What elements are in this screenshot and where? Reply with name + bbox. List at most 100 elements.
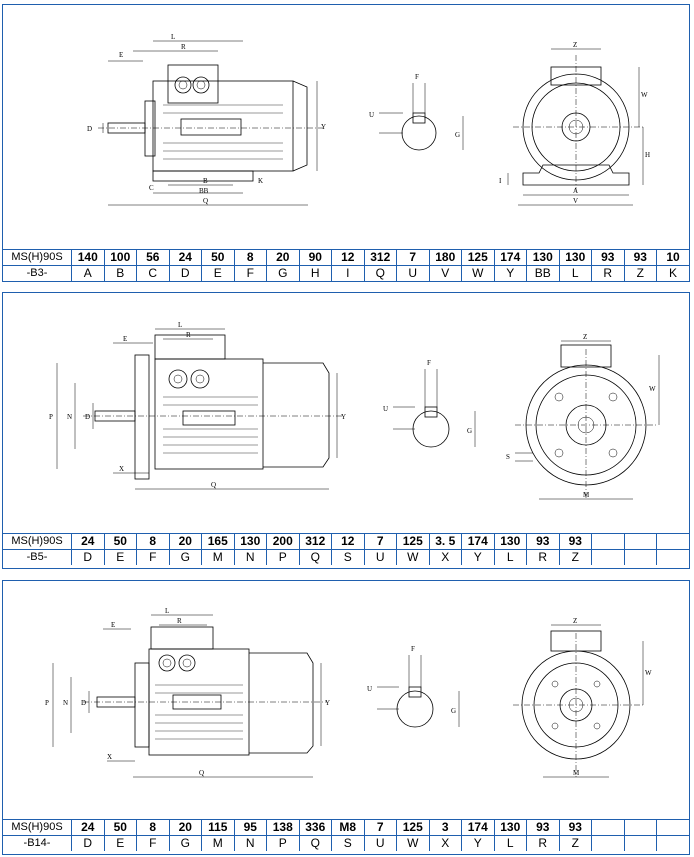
dim-label-n: N <box>63 699 68 707</box>
dim-label-g: G <box>455 131 460 139</box>
value-cell: 8 <box>233 249 267 266</box>
letter-cell: D <box>71 835 104 851</box>
letter-cell: Z <box>558 549 592 565</box>
dim-label-r: R <box>186 331 191 339</box>
value-cell: 24 <box>168 249 202 266</box>
dim-label-d: D <box>85 413 90 421</box>
table-row-letters-b14: -B14- D E F G M N P Q S U W X Y L R Z <box>3 835 689 851</box>
dim-label-n: N <box>67 413 72 421</box>
dim-label-p: P <box>45 699 49 707</box>
letter-cell: W <box>396 549 429 565</box>
letter-cell <box>623 549 657 565</box>
value-cell: 8 <box>136 533 169 550</box>
dim-label-m: M <box>573 769 580 777</box>
letter-cell: K <box>656 265 689 281</box>
value-cell: 130 <box>526 249 559 266</box>
value-cell: 312 <box>298 533 332 550</box>
value-cell: 100 <box>103 249 137 266</box>
value-cell: 165 <box>201 533 234 550</box>
value-cell: 312 <box>363 249 397 266</box>
value-cell: 93 <box>558 819 592 836</box>
side-view-b14 <box>52 614 327 778</box>
value-cell <box>591 533 624 550</box>
letter-cell: L <box>493 835 527 851</box>
value-cell: 50 <box>201 249 234 266</box>
key-section-b3 <box>379 83 464 151</box>
value-cell: 336 <box>298 819 332 836</box>
dim-label-e: E <box>111 621 115 629</box>
drawing-b3: E L R D C B BB K Q Y F U G Z W H I A V <box>3 5 689 249</box>
dim-label-f: F <box>415 73 419 81</box>
letter-cell: Q <box>298 549 332 565</box>
letter-cell: D <box>71 549 104 565</box>
model-cell: MS(H)90S <box>3 533 72 550</box>
dim-label-a: A <box>573 187 578 195</box>
value-cell: 3 <box>428 819 462 836</box>
letter-cell: S <box>331 549 364 565</box>
value-cell: 7 <box>363 819 397 836</box>
dim-label-w: W <box>641 91 648 99</box>
dim-label-p: P <box>49 413 53 421</box>
dimension-labels-b3: E L R D C B BB K Q Y F U G Z W H I A V <box>87 33 650 205</box>
dim-label-s: S <box>506 453 510 461</box>
letter-cell: W <box>461 265 494 281</box>
value-cell: 50 <box>103 533 137 550</box>
value-cell <box>656 533 689 550</box>
letter-cell: N <box>233 549 267 565</box>
value-cell: 140 <box>71 249 104 266</box>
letter-cell: H <box>298 265 332 281</box>
value-cell: 130 <box>233 533 267 550</box>
model-cell: MS(H)90S <box>3 249 72 266</box>
dimension-labels-b14: E L R P N D X Q Y F U G Z W M <box>45 607 652 777</box>
value-cell: M8 <box>331 819 364 836</box>
key-section-b5 <box>393 369 476 448</box>
value-cell: 93 <box>526 533 559 550</box>
dim-label-g: G <box>467 427 472 435</box>
dim-label-u: U <box>369 111 374 119</box>
value-cell: 174 <box>461 533 494 550</box>
end-view-b3 <box>507 48 644 206</box>
mount-cell: -B5- <box>3 549 72 565</box>
letter-cell: I <box>331 265 364 281</box>
value-cell: 93 <box>558 533 592 550</box>
dim-label-k: K <box>258 177 263 185</box>
dim-label-b: B <box>203 177 208 185</box>
motor-drawing-b5: E L R P N D X Q Y F U G Z W S M <box>49 321 660 500</box>
dim-label-m: M <box>583 491 590 499</box>
dim-label-q: Q <box>199 769 204 777</box>
letter-cell: A <box>71 265 104 281</box>
value-cell: 138 <box>266 819 299 836</box>
dim-label-i: I <box>499 177 502 185</box>
mount-cell: -B3- <box>3 265 72 281</box>
value-cell: 93 <box>591 249 624 266</box>
value-cell: 12 <box>331 533 364 550</box>
key-section-b14 <box>377 655 460 728</box>
dim-label-u: U <box>367 685 372 693</box>
value-cell: 115 <box>201 819 234 836</box>
value-cell: 125 <box>396 533 429 550</box>
dim-label-bb: BB <box>199 187 209 195</box>
value-cell: 174 <box>461 819 494 836</box>
motor-drawing-b3: E L R D C B BB K Q Y F U G Z W H I A V <box>87 33 650 206</box>
dim-label-z: Z <box>573 41 577 49</box>
letter-cell: Y <box>461 549 494 565</box>
letter-cell: X <box>428 549 462 565</box>
panel-b3: E L R D C B BB K Q Y F U G Z W H I A V <box>2 4 690 282</box>
value-cell: 200 <box>266 533 299 550</box>
side-view-b5 <box>56 328 343 490</box>
panel-b5: E L R P N D X Q Y F U G Z W S M MS(H)90S… <box>2 292 690 569</box>
letter-cell: Q <box>363 265 397 281</box>
dim-label-e: E <box>119 51 123 59</box>
value-cell: 174 <box>493 249 527 266</box>
letter-cell: R <box>591 265 624 281</box>
dim-label-y: Y <box>341 413 346 421</box>
value-cell: 10 <box>656 249 689 266</box>
table-row-values-b5: MS(H)90S 24 50 8 20 165 130 200 312 12 7… <box>3 533 689 550</box>
value-cell: 7 <box>363 533 397 550</box>
letter-cell: G <box>266 265 299 281</box>
value-cell: 3. 5 <box>428 533 462 550</box>
value-cell: 130 <box>493 819 527 836</box>
letter-cell: C <box>136 265 169 281</box>
letter-cell <box>656 835 689 851</box>
letter-cell: P <box>266 549 299 565</box>
